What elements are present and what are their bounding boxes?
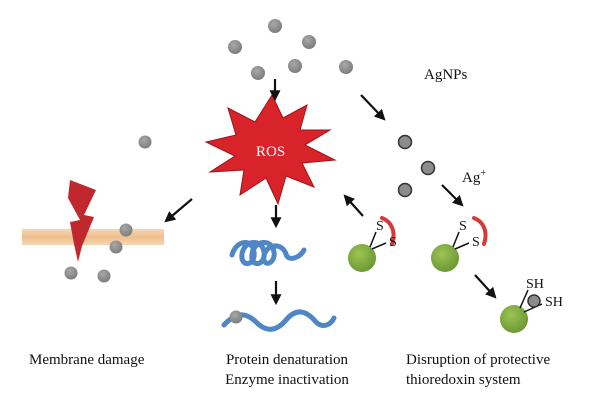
agnp-dot (268, 19, 282, 33)
agnp-dot (302, 35, 316, 49)
arrow-agnp-to-ion (360, 94, 386, 121)
sulfur-label: S (472, 235, 480, 250)
agnp-dot (119, 223, 133, 237)
disulfide-arc (380, 216, 396, 246)
ag-ion-group (397, 134, 436, 198)
arrows (164, 79, 497, 306)
lightning-icon (68, 180, 96, 262)
agnp-dot (339, 60, 353, 74)
thioredoxin-ball (500, 305, 528, 333)
ros-burst (204, 93, 337, 206)
cell-membrane (22, 229, 164, 245)
thiol-label: SH (545, 295, 563, 310)
thiol-label: SH (526, 277, 544, 292)
sulfur-label: S (389, 235, 397, 250)
thioredoxin-ball (431, 244, 459, 272)
caption-disruption-2: thioredoxin system (406, 372, 521, 388)
agnp-dot (138, 135, 152, 149)
arrow-trx-reduce (474, 274, 497, 299)
arrow-ros-to-membrane (164, 198, 193, 223)
thioredoxin-oxidized-2 (431, 216, 488, 272)
ag-ion-dot (397, 182, 413, 198)
sulfur-label: S (459, 219, 467, 234)
thioredoxin-reduced (500, 289, 543, 333)
protein-folded (229, 240, 307, 266)
caption-disruption-1: Disruption of protective (406, 352, 551, 368)
ag-ion-sup: + (480, 168, 486, 179)
agnp-dot (288, 59, 302, 73)
agnp-dot (97, 269, 111, 283)
ros-label: ROS (256, 144, 286, 160)
arrow-ion-to-trx (441, 184, 464, 207)
ag-ion-dot (397, 134, 413, 150)
thioredoxin-ball (348, 244, 376, 272)
agnp-dot (64, 266, 78, 280)
sulfur-label: S (376, 219, 384, 234)
agnp-dot (228, 40, 242, 54)
caption-membrane: Membrane damage (29, 352, 145, 368)
bound-ag-dot (527, 294, 541, 308)
agnp-cluster (228, 19, 353, 80)
agnp-dot (109, 240, 123, 254)
ag-ion-dot (420, 160, 436, 176)
thioredoxin-oxidized-1 (348, 216, 396, 272)
ag-ion-text: Ag (462, 170, 481, 186)
protein-denatured (221, 309, 337, 332)
ag-ion-label: Ag+ (462, 165, 486, 187)
caption-protein-2: Enzyme inactivation (225, 372, 349, 388)
agnp-dot (229, 310, 243, 324)
agnp-dot (251, 66, 265, 80)
disulfide-arc (472, 216, 488, 246)
agnps-label: AgNPs (424, 67, 468, 83)
caption-protein-1: Protein denaturation (225, 352, 349, 368)
arrow-trx-to-ros (343, 194, 364, 217)
